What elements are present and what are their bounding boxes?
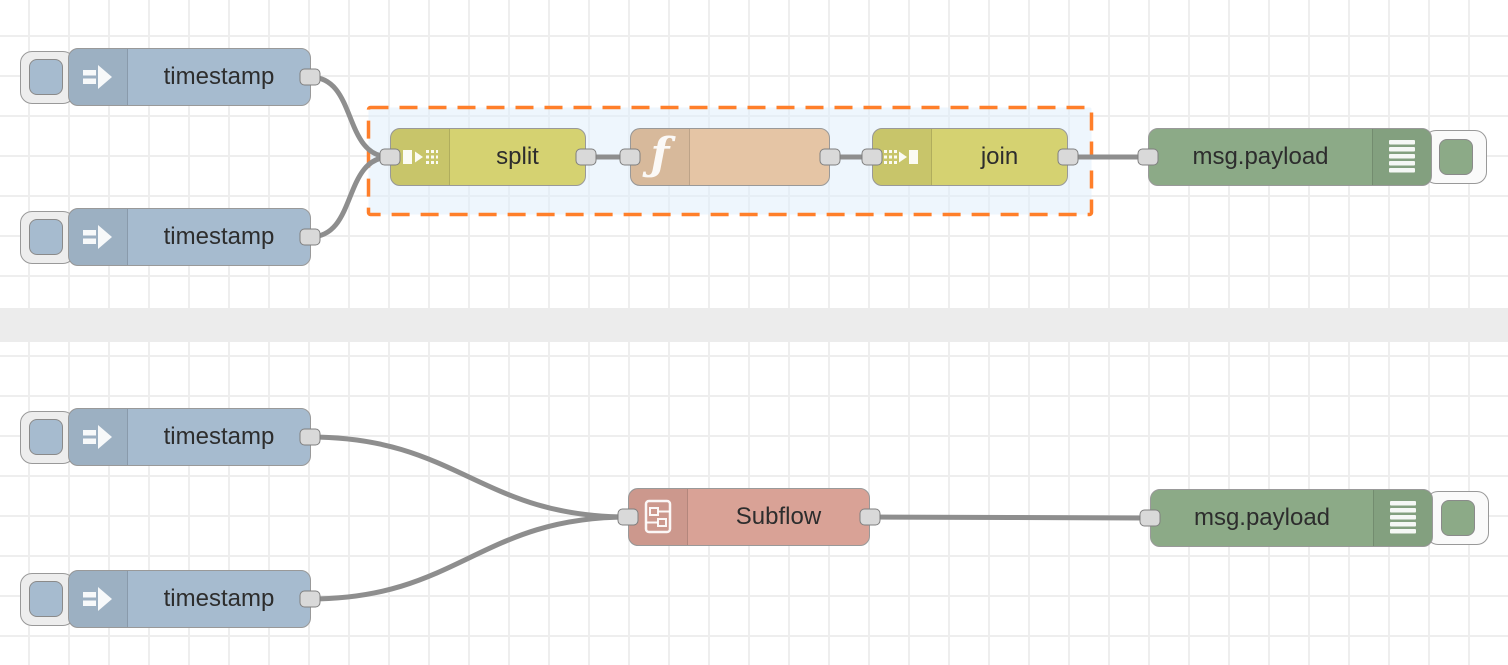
node-label: timestamp [163,423,275,450]
inject-button-pad [29,59,63,95]
inject-arrow-icon [69,409,128,465]
inject-button[interactable] [20,411,75,464]
node-label: msg.payload [1193,504,1331,531]
inject-node-bottom-2[interactable]: timestamp [68,570,311,628]
join-icon [873,129,932,185]
debug-list-icon [1372,129,1431,185]
function-node[interactable]: ƒ [630,128,830,186]
inject-arrow-icon [69,571,128,627]
inject-node-top-2[interactable]: timestamp [68,208,311,266]
port-output[interactable] [299,228,321,246]
node-label: msg.payload [1192,143,1329,170]
port-input[interactable] [1139,509,1161,527]
port-output[interactable] [575,148,597,166]
debug-node-bottom[interactable]: msg.payload [1150,489,1433,547]
port-output[interactable] [299,428,321,446]
node-label: join [980,143,1019,170]
inject-button-pad [29,581,63,617]
wire[interactable] [867,514,1153,521]
section-divider [0,308,1508,342]
port-output[interactable] [819,148,841,166]
split-node[interactable]: split [390,128,586,186]
port-output[interactable] [299,590,321,608]
inject-arrow-icon [69,49,128,105]
wire[interactable] [307,434,631,520]
port-input[interactable] [617,508,639,526]
port-output[interactable] [299,68,321,86]
port-input[interactable] [861,148,883,166]
node-label: timestamp [163,223,275,250]
inject-button[interactable] [20,573,75,626]
join-node[interactable]: join [872,128,1068,186]
debug-toggle-pad [1439,139,1473,175]
wire[interactable] [307,154,393,240]
inject-button-pad [29,219,63,255]
port-input[interactable] [1137,148,1159,166]
node-label: timestamp [163,63,275,90]
inject-node-top-1[interactable]: timestamp [68,48,311,106]
node-label: timestamp [163,585,275,612]
subflow-icon [629,489,688,545]
port-output[interactable] [859,508,881,526]
inject-node-bottom-1[interactable]: timestamp [68,408,311,466]
node-label: Subflow [735,503,822,530]
function-f-icon: ƒ [631,129,690,185]
node-label: split [496,143,539,170]
subflow-node[interactable]: Subflow [628,488,870,546]
split-icon [391,129,450,185]
inject-arrow-icon [69,209,128,265]
port-output[interactable] [1057,148,1079,166]
inject-button[interactable] [20,51,75,104]
debug-toggle-pad [1441,500,1475,536]
inject-button[interactable] [20,211,75,264]
wire[interactable] [307,514,631,602]
inject-button-pad [29,419,63,455]
port-input[interactable] [619,148,641,166]
debug-list-icon [1373,490,1432,546]
debug-toggle-button[interactable] [1424,130,1487,184]
port-input[interactable] [379,148,401,166]
debug-node-top[interactable]: msg.payload [1148,128,1432,186]
debug-toggle-button[interactable] [1426,491,1489,545]
node-label [690,129,829,185]
wire[interactable] [307,74,393,160]
